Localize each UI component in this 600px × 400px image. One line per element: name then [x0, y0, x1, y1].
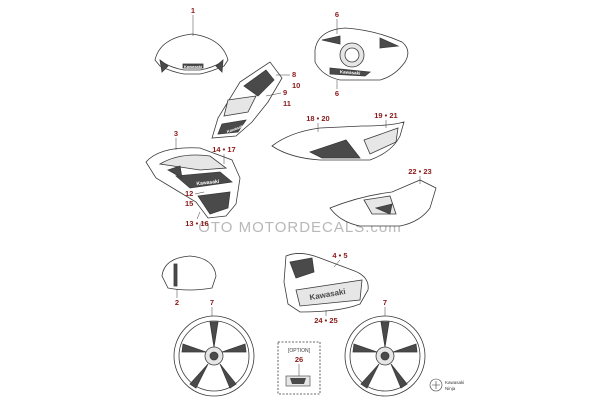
- fairing-brand-text: Kawasaki: [196, 179, 220, 187]
- callout-11: 11: [283, 99, 291, 108]
- callout-13-16: 13 • 16: [185, 219, 208, 228]
- tank-brand-text: Kawasaki: [340, 69, 361, 75]
- callout-15: 15: [185, 199, 193, 208]
- callout-3: 3: [174, 129, 178, 138]
- callout-7-left: 7: [210, 298, 214, 307]
- side-fairing-part: [145, 147, 241, 219]
- leader-line-9: [265, 92, 282, 97]
- callout-8: 8: [292, 70, 296, 79]
- callout-4-5: 4 • 5: [332, 251, 347, 260]
- callout-26: 26: [295, 355, 303, 364]
- callout-10: 10: [292, 81, 300, 90]
- lower-cowl-part: [329, 179, 437, 227]
- corner-logo-line2: Ninja: [445, 386, 456, 391]
- callout-1: 1: [191, 6, 195, 15]
- corner-logo-line1: Kawasaki: [445, 380, 464, 385]
- screen-brand-text: Kawasaki: [184, 64, 202, 69]
- callout-18-20: 18 • 20: [306, 114, 329, 123]
- callout-14-17: 14 • 17: [212, 145, 235, 154]
- callout-2: 2: [175, 298, 179, 307]
- front-wheel-part: [173, 315, 255, 397]
- callout-12: 12: [185, 189, 193, 198]
- callout-9: 9: [283, 88, 287, 97]
- callout-6-bottom: 6: [335, 89, 339, 98]
- corner-logo: [429, 378, 443, 392]
- leader-line-12: [194, 191, 205, 195]
- leader-line-4-5: [333, 259, 341, 268]
- front-fender-part: [161, 255, 217, 291]
- upper-fairing-part: [211, 61, 283, 139]
- callout-24-25: 24 • 25: [314, 316, 337, 325]
- callout-22-23: 22 • 23: [408, 167, 431, 176]
- rear-wheel-part: [344, 315, 426, 397]
- windscreen-part: [154, 33, 229, 75]
- seat-cowl-part: [271, 121, 405, 161]
- callout-19-21: 19 • 21: [374, 111, 397, 120]
- callout-7-right: 7: [383, 298, 387, 307]
- callout-6-top: 6: [335, 10, 339, 19]
- side-brand-text: Kawasaki: [226, 123, 245, 134]
- option-label: [OPTION]: [288, 348, 311, 354]
- lower-fairing-part: [283, 253, 369, 313]
- leader-line-13-16: [196, 211, 201, 220]
- fuel-tank-part: [314, 27, 409, 81]
